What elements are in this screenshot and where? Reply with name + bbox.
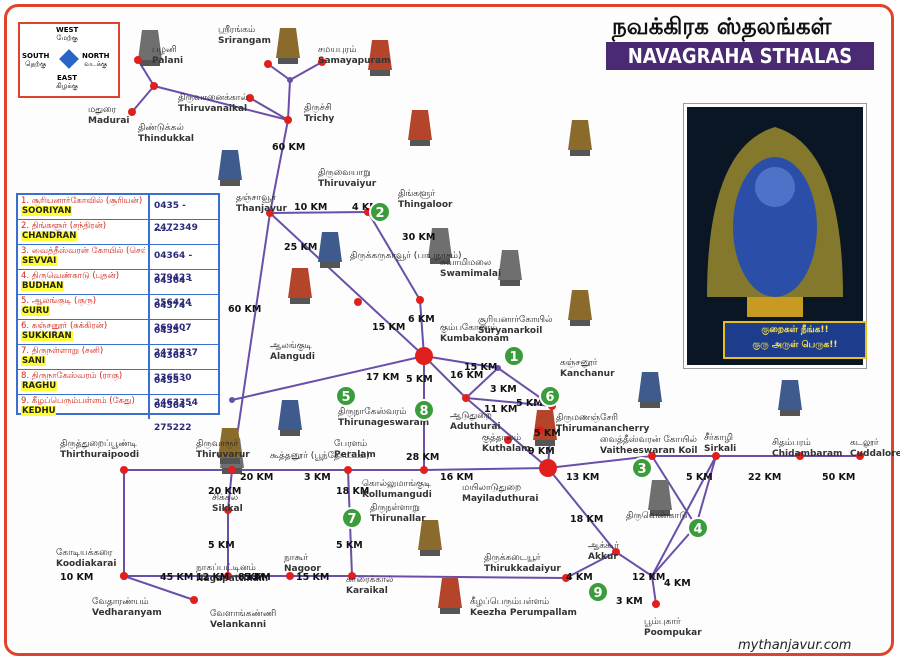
legend-phone: ----- <box>154 226 173 236</box>
legend-planet: BUDHAN <box>21 281 65 291</box>
deity-figure-icon <box>707 127 843 317</box>
legend-planet: CHANDRAN <box>21 231 78 241</box>
legend-planet: GURU <box>21 306 51 316</box>
legend-tamil: 2. திங்களூர் (சந்திரன்) <box>21 221 107 231</box>
legend-row: 3. வைத்தீஸ்வரன் கோயில் (செவ்வாய்)SEVVAI 0… <box>18 245 218 283</box>
legend-phone: 04364 - 275222 <box>154 401 193 433</box>
legend-planet: SOORIYAN <box>21 206 73 216</box>
compass-arrow-icon <box>59 49 79 69</box>
photo-banner: குறைகள் நீங்க!!குரு அருள் பெருக!! <box>723 321 867 359</box>
legend-row: 6. கஞ்சனூர் (சுக்கிரன்)SUKKIRAN 0435 - 24… <box>18 320 218 358</box>
legend-row: 5. ஆலங்குடி (குரு)GURU 04374 - 269407 <box>18 295 218 333</box>
legend-planet: SUKKIRAN <box>21 331 73 341</box>
legend-tamil: 7. திருநள்ளாறு (சனி) <box>21 346 104 356</box>
website-watermark: mythanjavur.com <box>738 638 852 653</box>
legend-phone: 04374 - 269407 <box>154 301 193 333</box>
legend-planet: SANI <box>21 356 46 366</box>
legend-phone: 0435 - 2472349 <box>154 201 198 233</box>
legend-row: 2. திங்களூர் (சந்திரன்)CHANDRAN ----- <box>18 220 218 245</box>
legend-tamil: 3. வைத்தீஸ்வரன் கோயில் (செவ்வாய்) <box>21 246 145 256</box>
guru-deity-photo: குறைகள் நீங்க!!குரு அருள் பெருக!! <box>684 104 867 368</box>
title-tamil: நவக்கிரக ஸ்தலங்கள் <box>612 14 832 40</box>
legend-tamil: 5. ஆலங்குடி (குரு) <box>21 296 97 306</box>
temple-legend-table: 1. சூரியனார்கோவில் (சூரியன்)SOORIYAN 0435… <box>16 193 220 433</box>
legend-row: 7. திருநள்ளாறு (சனி)SANI 04368 - 236530 <box>18 345 218 383</box>
legend-row: 8. திருநாகேஸ்வரம் (ராகு)RAGHU 0435 - 2463… <box>18 370 218 408</box>
legend-phone: 0435 - 2473737 <box>154 326 198 358</box>
legend-phone: 0435 - 2463354 <box>154 376 198 408</box>
legend-phone: 04364 - 256424 <box>154 276 193 308</box>
legend-planet: KEDHU <box>21 406 57 416</box>
legend-tamil: 6. கஞ்சனூர் (சுக்கிரன்) <box>21 321 108 331</box>
legend-planet: SEVVAI <box>21 256 58 266</box>
legend-tamil: 1. சூரியனார்கோவில் (சூரியன்) <box>21 196 143 206</box>
legend-tamil: 8. திருநாகேஸ்வரம் (ராகு) <box>21 371 123 381</box>
legend-phone: 04368 - 236530 <box>154 351 193 383</box>
legend-planet: RAGHU <box>21 381 58 391</box>
legend-tamil: 4. திருவெண்காடு (புதன்) <box>21 271 120 281</box>
legend-tamil: 9. கீழப்பெரும்பள்ளம் (கேது) <box>21 396 135 406</box>
legend-row: 4. திருவெண்காடு (புதன்)BUDHAN 04364 - 256… <box>18 270 218 308</box>
title-english: NAVAGRAHA STHALAS <box>606 42 874 70</box>
legend-row: 1. சூரியனார்கோவில் (சூரியன்)SOORIYAN 0435… <box>18 195 218 233</box>
legend-phone: 04364 - 279423 <box>154 251 193 283</box>
legend-row: 9. கீழப்பெரும்பள்ளம் (கேது)KEDHU 04364 - … <box>18 395 218 433</box>
